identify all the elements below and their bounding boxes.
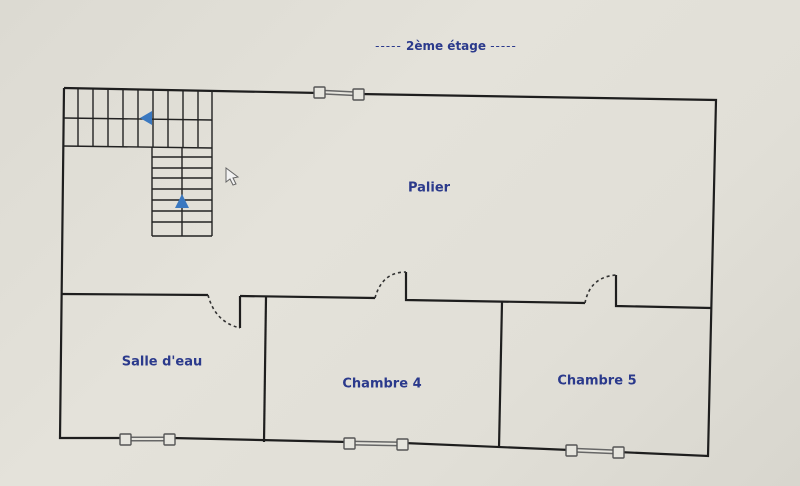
- bottom-wall-1: [171, 436, 349, 444]
- doors: [207, 271, 617, 329]
- wall-bed4-bed5: [497, 301, 504, 449]
- stair-arrow-up-icon: [175, 194, 189, 208]
- wall-shower-bed4: [262, 296, 268, 443]
- outer-wall-left: [58, 87, 124, 440]
- door-bedroom5-swing: [584, 274, 617, 304]
- window-bedroom4: [343, 437, 409, 451]
- window-shower: [119, 433, 176, 446]
- floor-title-text: 2ème étage: [405, 39, 487, 53]
- floor-title: ----- 2ème étage -----: [375, 39, 517, 53]
- bottom-wall-2: [403, 441, 571, 452]
- window-top: [313, 86, 365, 101]
- staircase: [62, 89, 213, 237]
- outer-wall-right: [359, 92, 718, 458]
- room-label-shower-room: Salle d'eau: [121, 354, 203, 370]
- inner-wall-shower-top: [61, 292, 209, 297]
- room-label-landing: Palier: [407, 180, 451, 196]
- door-shower-swing: [207, 294, 241, 329]
- stair-arrow-left-icon: [140, 111, 152, 125]
- top-wall-left: [63, 86, 321, 95]
- walls: [58, 86, 718, 458]
- windows: [119, 86, 625, 459]
- inner-wall-bed4-top: [404, 272, 586, 305]
- room-label-bedroom5: Chambre 5: [557, 373, 637, 389]
- title-dashes-left: -----: [375, 39, 402, 53]
- door-bedroom4-swing: [374, 271, 407, 299]
- title-dashes-right: -----: [490, 39, 517, 53]
- room-label-bedroom4: Chambre 4: [342, 376, 422, 392]
- inner-wall-bed5-top: [614, 275, 712, 310]
- mouse-cursor-icon: [225, 167, 240, 186]
- window-bedroom5: [565, 444, 625, 459]
- inner-wall-mid: [239, 294, 376, 300]
